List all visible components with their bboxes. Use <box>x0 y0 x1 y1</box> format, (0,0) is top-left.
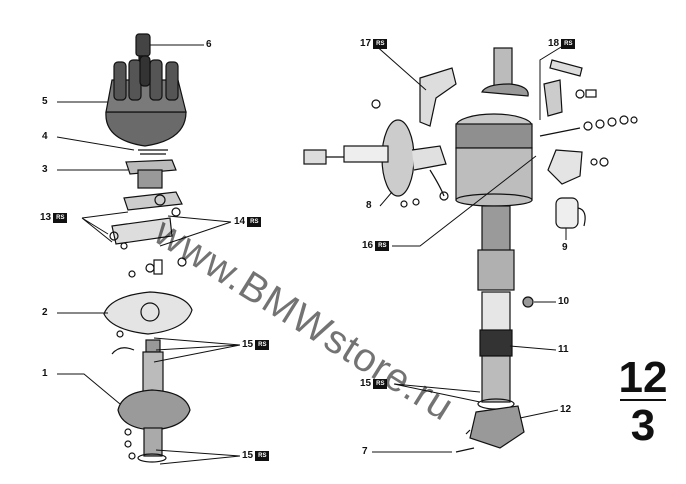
breaker-base-plate-part <box>103 291 193 335</box>
rs-badge: RS <box>561 39 576 49</box>
callout-8: 8 <box>366 200 372 211</box>
leader-lines <box>56 43 567 465</box>
callout-4: 4 <box>42 131 48 142</box>
retaining-bracket-part <box>419 67 457 127</box>
callout-6: 6 <box>206 39 212 50</box>
callout-9: 9 <box>562 242 568 253</box>
rotor-part <box>125 159 177 189</box>
callout-12: 12 <box>560 404 572 415</box>
rs-badge: RS <box>255 451 270 461</box>
rs-badge: RS <box>255 340 270 350</box>
rs-badge: RS <box>247 217 262 227</box>
rs-badge: RS <box>373 39 388 49</box>
rs-badge: RS <box>373 379 388 389</box>
group-number-top: 12 <box>618 353 668 402</box>
cap-spring-part <box>138 149 168 155</box>
callout-7: 7 <box>362 446 368 457</box>
rs-badge: RS <box>53 213 68 223</box>
gear-pin-part <box>455 429 475 453</box>
callout-10: 10 <box>558 296 570 307</box>
callout-5: 5 <box>42 96 48 107</box>
distributor-housing-part <box>117 339 191 463</box>
distributor-body-part <box>455 47 533 449</box>
breaker-points-part <box>109 191 183 250</box>
callout-1: 1 <box>42 368 48 379</box>
spring-clip-part <box>539 59 638 185</box>
distributor-cap-part <box>105 55 187 147</box>
rs-badge: RS <box>375 241 390 251</box>
callout-11: 11 <box>558 344 569 355</box>
condenser-part <box>555 197 586 229</box>
nut-part <box>522 296 534 308</box>
callout-3: 3 <box>42 164 48 175</box>
callout-2: 2 <box>42 307 48 318</box>
vacuum-advance-unit-part <box>303 99 449 208</box>
group-number-bottom: 3 <box>630 401 656 450</box>
